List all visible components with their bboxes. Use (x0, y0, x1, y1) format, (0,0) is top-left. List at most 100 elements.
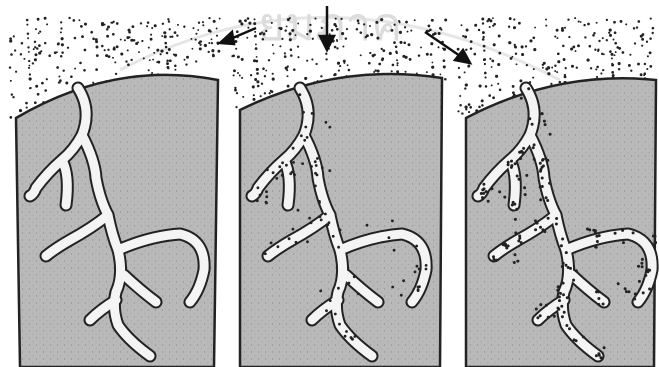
particle (92, 82, 94, 84)
pore-particle (535, 308, 538, 311)
particle (378, 63, 381, 66)
particle (493, 43, 496, 46)
particle (78, 19, 80, 21)
particle (644, 63, 646, 65)
particle (526, 64, 528, 66)
particle (101, 22, 104, 25)
particle (618, 62, 621, 65)
particle (92, 37, 95, 40)
particle (28, 51, 30, 53)
particle (488, 18, 491, 21)
pore-particle (491, 187, 494, 190)
particle (306, 33, 308, 35)
particle (470, 47, 473, 50)
particle (32, 62, 34, 64)
particle (547, 72, 550, 75)
particle (150, 34, 152, 36)
particle (61, 37, 64, 40)
particle (649, 37, 652, 40)
particle (161, 35, 163, 37)
particle (120, 52, 123, 55)
particle (272, 78, 275, 81)
particle (343, 62, 345, 64)
particle (360, 54, 362, 56)
particle (309, 24, 311, 26)
pore-particle (539, 162, 542, 165)
particle (56, 66, 59, 69)
particle (271, 90, 274, 93)
particle (60, 31, 62, 33)
particle (514, 46, 517, 49)
particle (545, 25, 547, 27)
particle (56, 51, 58, 53)
particle (264, 75, 266, 77)
particle (532, 77, 534, 79)
pore-particle (565, 264, 568, 267)
pore-particle (400, 294, 403, 297)
particle (231, 55, 233, 57)
pore-particle (628, 290, 631, 293)
pore-particle (653, 242, 656, 245)
particle (104, 49, 106, 51)
particle (269, 92, 271, 94)
particle (589, 45, 592, 48)
particle (166, 52, 169, 55)
particle (409, 58, 412, 61)
particle (564, 27, 566, 29)
particle (508, 26, 510, 28)
pore-particle (558, 295, 561, 298)
particle (160, 50, 163, 53)
particle (253, 22, 256, 25)
particle (293, 68, 296, 71)
particle (256, 80, 259, 83)
particle (395, 46, 398, 49)
particle (164, 35, 167, 38)
particle (482, 22, 484, 24)
particle (556, 29, 559, 32)
particle (545, 18, 547, 20)
particle (26, 107, 28, 109)
pore-particle (481, 188, 484, 191)
particle (389, 52, 392, 55)
particle (101, 45, 104, 48)
particle (468, 111, 470, 113)
pore-particle (545, 304, 548, 307)
particle (174, 65, 177, 68)
particle (38, 32, 40, 34)
particle (652, 27, 655, 30)
particle (41, 82, 44, 85)
particle (186, 56, 189, 59)
particle (140, 22, 142, 24)
particle (587, 23, 590, 26)
particle (154, 24, 157, 27)
particle (407, 31, 409, 33)
particle (195, 60, 197, 62)
particle (248, 22, 251, 25)
particle (35, 28, 37, 30)
particle (369, 25, 371, 27)
pore-particle (319, 290, 322, 293)
particle (533, 68, 535, 70)
particle (25, 102, 28, 105)
pore-particle (558, 299, 561, 302)
pore-particle (547, 316, 550, 319)
particle (137, 41, 139, 43)
particle (34, 58, 37, 61)
pore-particle (328, 221, 331, 224)
particle (473, 53, 476, 56)
particle (438, 32, 441, 35)
pore-particle (510, 160, 513, 163)
particle (465, 49, 467, 51)
pore-particle (270, 242, 273, 245)
particle (80, 25, 83, 28)
particle (60, 27, 62, 29)
particle (250, 74, 252, 76)
pore-particle (337, 246, 340, 249)
particle (428, 25, 431, 28)
particle (347, 64, 349, 66)
particle (279, 45, 281, 47)
particle (185, 63, 187, 65)
particle (426, 71, 428, 73)
particle (603, 53, 605, 55)
pore-particle (515, 208, 518, 211)
